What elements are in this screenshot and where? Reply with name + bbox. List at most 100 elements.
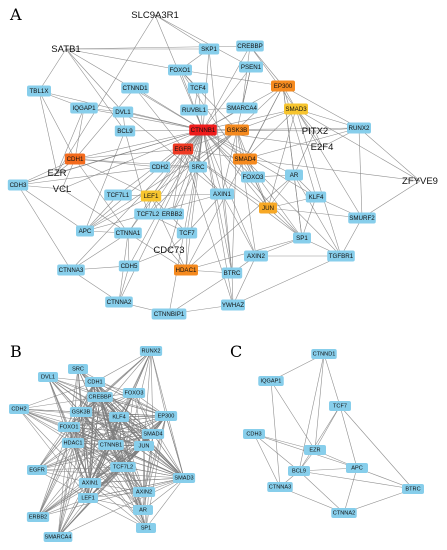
node-egfr[interactable]: EGFR [27,465,47,475]
node-gsk3b[interactable]: GSK3B [69,407,93,417]
node-ctnna2[interactable]: CTNNA2 [105,296,133,308]
node-ep300[interactable]: EP300 [154,411,178,421]
edge-zfyve9-smad4 [244,158,421,182]
node-dvl1[interactable]: DVL1 [112,106,134,118]
node-hdac1[interactable]: HDAC1 [61,438,85,448]
node-btrc[interactable]: BTRC [402,484,424,494]
node-axin1[interactable]: AXIN1 [210,188,234,200]
node-axin2[interactable]: AXIN2 [132,487,156,497]
edge-pitx2-e2f4 [314,130,323,148]
node-lef1[interactable]: LEF1 [78,493,98,503]
node-crebbp[interactable]: CREBBP [87,392,113,402]
node-cdh2[interactable]: CDH2 [149,161,171,173]
node-ezr[interactable]: EZR [304,445,326,455]
node-label: TCF7 [179,230,195,237]
node-ctnnb1[interactable]: CTNNB1 [189,124,217,136]
node-klf4[interactable]: KLF4 [109,412,129,422]
node-tcf7[interactable]: TCF7 [176,227,198,239]
node-label: BTRC [405,487,420,493]
node-vcl[interactable]: VCL [53,184,71,195]
node-erbb2[interactable]: ERBB2 [160,208,184,220]
node-label: JUN [262,205,274,212]
node-ep300[interactable]: EP300 [271,80,295,92]
node-ar[interactable]: AR [285,169,303,181]
node-tcf7l2[interactable]: TCF7L2 [110,462,136,472]
node-sp1[interactable]: SP1 [293,232,311,244]
node-smad4[interactable]: SMAD4 [233,153,257,165]
node-apc[interactable]: APC [346,463,368,473]
node-smarca4[interactable]: SMARCA4 [226,102,258,114]
node-ctnnb1[interactable]: CTNNB1 [98,440,124,450]
node-bcl9[interactable]: BCL9 [288,466,310,476]
node-foxo1[interactable]: FOXO1 [168,64,192,76]
node-ctnnd1[interactable]: CTNND1 [311,349,337,359]
node-bcl9[interactable]: BCL9 [114,125,136,137]
node-runx2[interactable]: RUNX2 [139,346,163,356]
node-ctnnbip1[interactable]: CTNNBIP1 [151,308,187,320]
node-ar[interactable]: AR [133,505,153,515]
node-cdh5[interactable]: CDH5 [118,260,140,272]
node-ctnnd1[interactable]: CTNND1 [121,82,149,94]
node-sp1[interactable]: SP1 [136,523,156,533]
node-cdh1[interactable]: CDH1 [85,377,105,387]
node-tcf7l1[interactable]: TCF7L1 [104,189,132,201]
node-ruvbl1[interactable]: RUVBL1 [180,104,208,116]
node-axin1[interactable]: AXIN1 [78,478,102,488]
node-src[interactable]: SRC [68,364,88,374]
node-cdh3[interactable]: CDH3 [7,179,29,191]
node-skp1[interactable]: SKP1 [198,43,220,55]
node-box [346,463,368,473]
node-tcf7[interactable]: TCF7 [329,401,351,411]
node-ctnna2[interactable]: CTNNA2 [331,508,357,518]
node-tgfbr1[interactable]: TGFBR1 [327,250,355,262]
node-iqgap1[interactable]: IQGAP1 [70,102,98,114]
node-smarca4[interactable]: SMARCA4 [43,532,73,542]
node-src[interactable]: SRC [189,161,207,173]
node-egfr[interactable]: EGFR [172,143,194,155]
node-ctnna3[interactable]: CTNNA3 [57,264,85,276]
node-klf4[interactable]: KLF4 [305,191,327,203]
node-smad3[interactable]: SMAD3 [284,103,308,115]
node-satb1[interactable]: SATB1 [51,44,80,55]
node-jun[interactable]: JUN [259,202,277,214]
node-crebbp[interactable]: CREBBP [236,40,264,52]
node-smurf2[interactable]: SMURF2 [348,212,376,224]
node-label: CDH3 [246,432,261,438]
node-label: CDH3 [10,182,27,189]
node-cdh1[interactable]: CDH1 [64,153,86,165]
node-tbl1x[interactable]: TBL1X [27,85,51,97]
node-slc9a3r1[interactable]: SLC9A3R1 [131,10,179,21]
node-ctnna1[interactable]: CTNNA1 [114,227,142,239]
edge-smad3-e2f4 [295,108,323,148]
node-cdh3[interactable]: CDH3 [243,429,265,439]
node-smad3[interactable]: SMAD3 [172,473,196,483]
node-erbb2[interactable]: ERBB2 [26,512,50,522]
node-cdc73[interactable]: CDC73 [153,245,184,256]
node-hdac1[interactable]: HDAC1 [174,264,198,276]
node-psen1[interactable]: PSEN1 [239,61,263,73]
node-tcf7l2[interactable]: TCF7L2 [134,208,162,220]
node-ezr[interactable]: EZR [48,168,67,179]
node-ywhaz[interactable]: YWHAZ [221,299,245,311]
node-btrc[interactable]: BTRC [221,267,243,279]
node-box [78,493,98,503]
node-foxo1[interactable]: FOXO1 [57,422,81,432]
node-dvl1[interactable]: DVL1 [38,372,58,382]
node-cdh2[interactable]: CDH2 [9,404,29,414]
node-smad4[interactable]: SMAD4 [141,429,165,439]
node-tcf4[interactable]: TCF4 [187,82,209,94]
node-foxo3[interactable]: FOXO3 [122,388,146,398]
node-foxo3[interactable]: FOXO3 [241,171,265,183]
node-lef1[interactable]: LEF1 [140,190,162,202]
node-axin2[interactable]: AXIN2 [244,250,268,262]
node-zfyve9[interactable]: ZFYVE9 [402,176,438,187]
edge-slc9a3r1-skp1 [154,14,210,50]
node-jun[interactable]: JUN [134,441,154,451]
node-runx2[interactable]: RUNX2 [347,122,371,134]
node-e2f4[interactable]: E2F4 [311,142,334,153]
node-pitx2[interactable]: PITX2 [302,126,328,137]
node-ctnna3[interactable]: CTNNA3 [267,482,293,492]
node-iqgap1[interactable]: IQGAP1 [258,376,284,386]
node-gsk3b[interactable]: GSK3B [225,124,249,136]
node-apc[interactable]: APC [76,225,94,237]
